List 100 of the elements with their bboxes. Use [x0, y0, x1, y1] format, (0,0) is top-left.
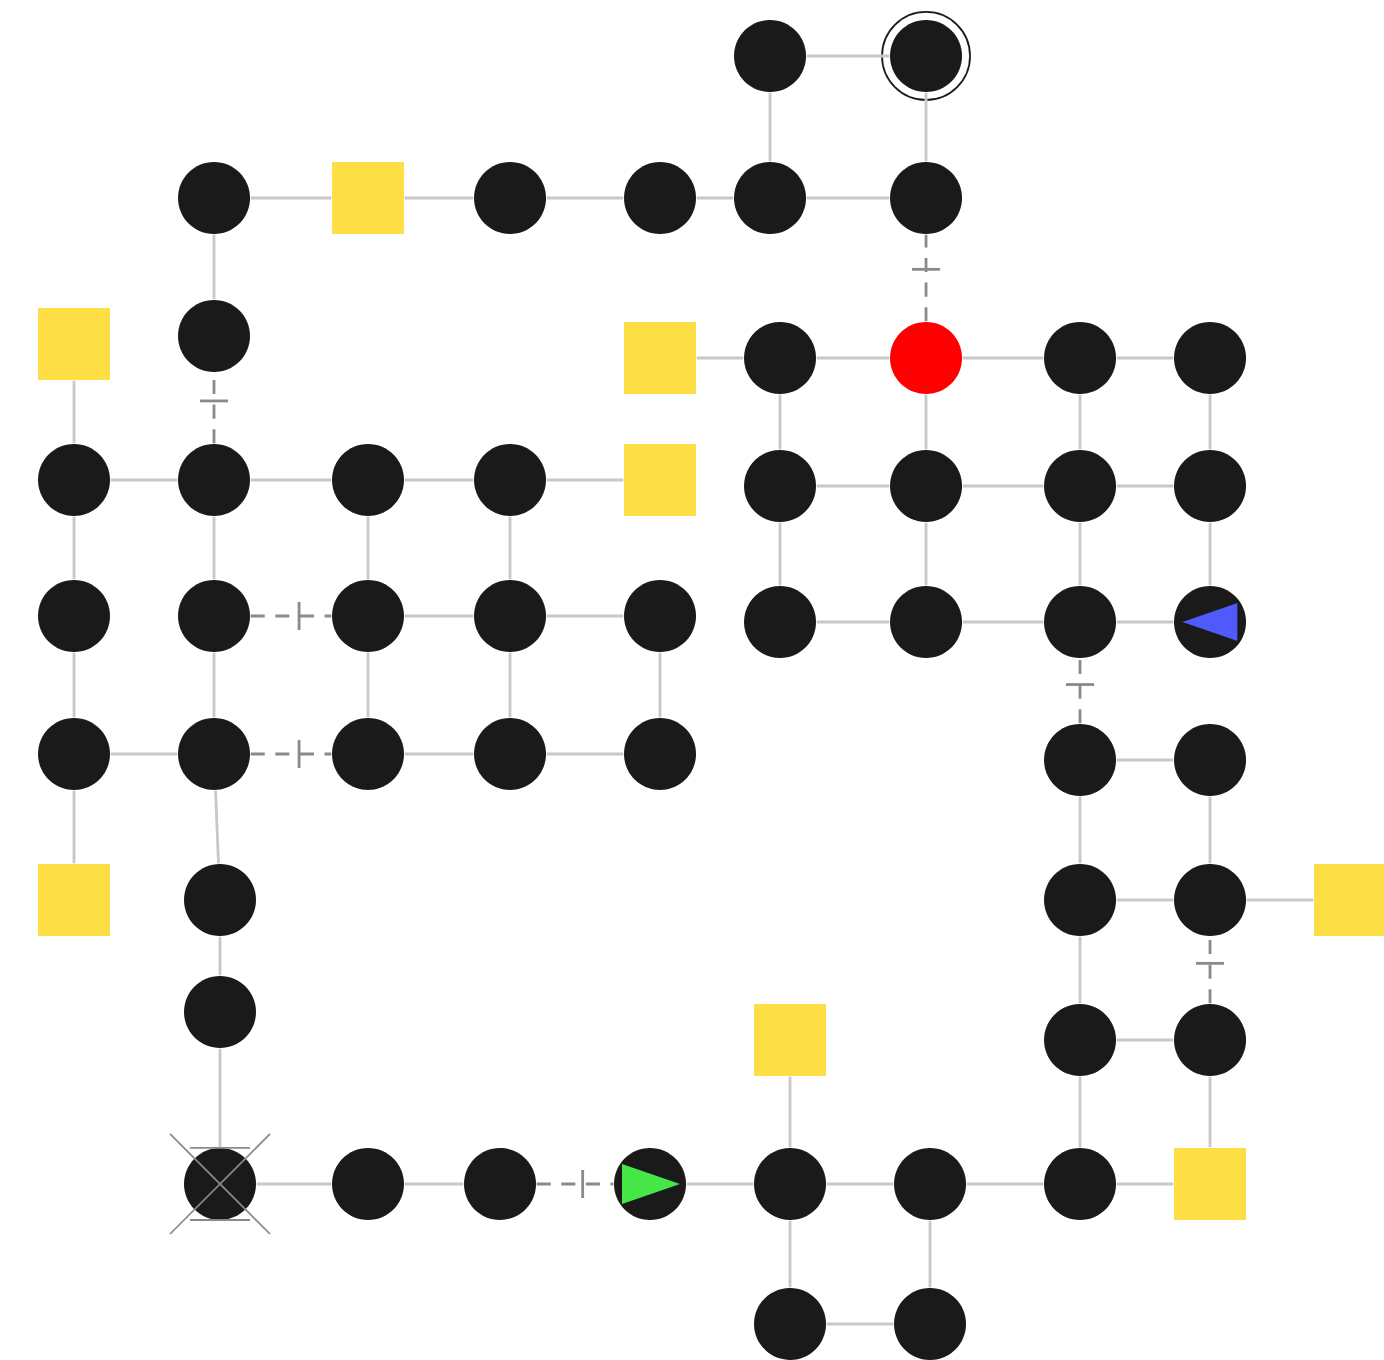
door-line	[536, 1169, 614, 1199]
goal-circle	[881, 11, 971, 101]
connector-line	[1116, 1038, 1174, 1042]
connector-line	[546, 196, 624, 200]
door-line	[250, 601, 332, 631]
room-circle	[332, 580, 404, 652]
connector-line	[72, 516, 76, 580]
room-circle	[894, 1288, 967, 1360]
connector-line	[1116, 898, 1174, 902]
connector-line	[546, 614, 624, 618]
connector-line	[826, 1182, 894, 1186]
connector-line	[1208, 796, 1212, 864]
connector-line	[546, 752, 624, 756]
connector-line	[250, 196, 332, 200]
room-circle	[184, 864, 256, 936]
connector-line	[928, 1220, 932, 1288]
connector-line	[696, 356, 744, 360]
room-circle	[332, 444, 404, 516]
connector-line	[1116, 620, 1174, 624]
connector-line	[218, 936, 222, 976]
room-circle	[1174, 322, 1247, 394]
connector-line	[924, 92, 928, 162]
connector-line	[696, 196, 734, 200]
room-circle	[624, 162, 696, 234]
connector-line	[546, 478, 624, 482]
connector-line	[924, 522, 928, 586]
connector-line	[1078, 796, 1082, 864]
connector-line	[72, 652, 76, 718]
room-circle	[474, 718, 546, 790]
room-circle	[1044, 864, 1117, 936]
room-circle	[624, 580, 696, 652]
room-circle	[744, 322, 816, 394]
room-circle	[1174, 450, 1247, 522]
connector-line	[404, 1182, 464, 1186]
connector-line	[962, 620, 1044, 624]
connector-line	[1116, 484, 1174, 488]
connector-line	[1116, 758, 1174, 762]
connector-line	[686, 1182, 754, 1186]
room-square	[624, 322, 696, 394]
connector-line	[366, 516, 370, 580]
connector-line	[778, 522, 782, 586]
connector-line	[1246, 898, 1314, 902]
room-circle	[744, 586, 816, 658]
connector-line	[1208, 394, 1212, 450]
room-circle	[1174, 1004, 1247, 1076]
connector-line	[212, 516, 216, 580]
connector-line	[508, 516, 512, 580]
room-circle	[1044, 450, 1117, 522]
room-circle	[1044, 586, 1117, 658]
room-circle	[1044, 724, 1117, 796]
connector-line	[72, 790, 76, 864]
connector-line	[508, 652, 512, 718]
room-circle	[332, 718, 404, 790]
connector-line	[256, 1182, 332, 1186]
door-line	[911, 234, 941, 322]
connector-line	[250, 478, 332, 482]
connector-line	[806, 196, 890, 200]
room-circle	[1174, 864, 1247, 936]
room-circle	[734, 162, 806, 234]
room-circle	[178, 444, 250, 516]
connector-line	[72, 380, 76, 444]
connector-line	[212, 652, 216, 718]
connector-line	[806, 54, 890, 58]
connector-line	[768, 92, 772, 162]
door-line	[250, 739, 332, 769]
room-circle	[474, 444, 546, 516]
room-circle	[178, 300, 250, 372]
room-circle	[474, 580, 546, 652]
room-circle	[894, 1148, 967, 1220]
crossed-circle	[169, 1133, 271, 1235]
connector-line	[212, 234, 216, 300]
connector-line	[816, 484, 890, 488]
door-line	[1065, 658, 1095, 724]
room-circle	[38, 718, 110, 790]
connector-line	[1208, 1076, 1212, 1148]
room-circle	[464, 1148, 536, 1220]
connector-line	[1078, 394, 1082, 450]
room-circle	[474, 162, 546, 234]
connector-line	[1116, 356, 1174, 360]
connector-line	[214, 790, 220, 864]
connector-line	[1078, 1076, 1082, 1148]
room-square	[1174, 1148, 1247, 1220]
connector-line	[404, 752, 474, 756]
door-line	[1195, 936, 1225, 1004]
connector-line	[218, 1048, 222, 1148]
connector-line	[962, 356, 1044, 360]
connector-line	[924, 394, 928, 450]
room-circle	[1044, 1004, 1117, 1076]
connector-line	[788, 1076, 792, 1148]
direction-circle	[614, 1148, 686, 1220]
room-circle	[38, 444, 110, 516]
room-circle	[744, 450, 816, 522]
room-circle	[624, 718, 696, 790]
highlighted-circle	[890, 322, 962, 394]
connector-line	[778, 394, 782, 450]
room-circle	[38, 580, 110, 652]
room-circle	[1174, 724, 1247, 796]
connector-line	[110, 752, 178, 756]
room-circle	[890, 586, 962, 658]
room-circle	[890, 162, 962, 234]
